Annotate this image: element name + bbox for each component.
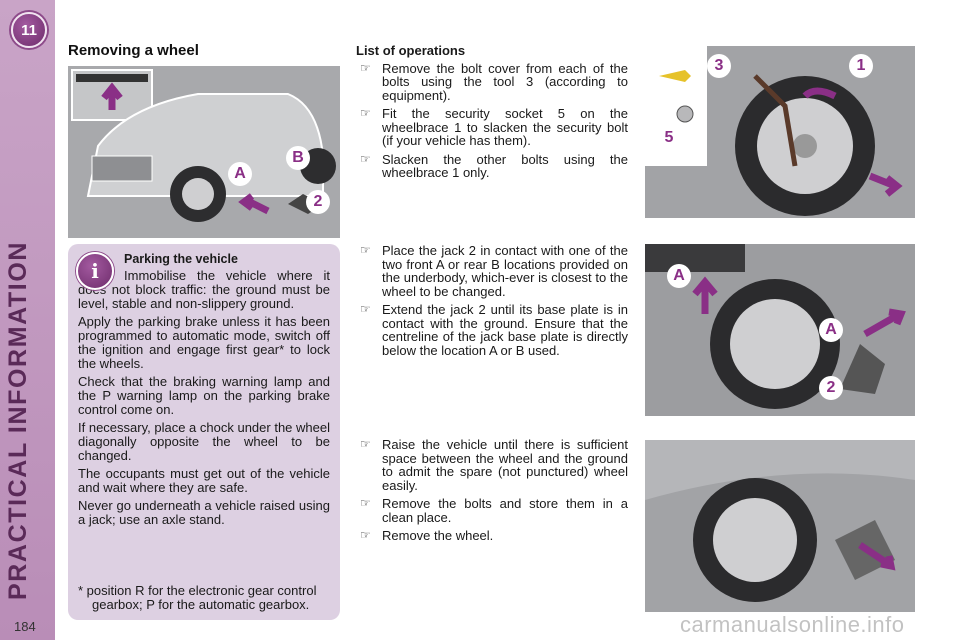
jack-placement-illustration — [645, 244, 915, 416]
pointing-hand-icon: ☞ — [360, 302, 371, 316]
label-b: B — [286, 146, 310, 170]
label-2: 2 — [306, 190, 330, 214]
page-title: Removing a wheel — [68, 42, 199, 59]
operation-step: ☞Remove the bolt cover from each of the … — [360, 60, 628, 103]
chapter-number-badge: 11 — [11, 12, 47, 48]
footnote: * position R for the electronic gear con… — [78, 583, 317, 612]
chapter-sidebar: 11 PRACTICAL INFORMATION 184 — [0, 0, 55, 640]
operation-step: ☞Remove the bolts and store them in a cl… — [360, 496, 628, 525]
info-box-title: Parking the vehicle — [124, 252, 238, 266]
pointing-hand-icon: ☞ — [360, 496, 371, 510]
pointing-hand-icon: ☞ — [360, 243, 371, 257]
operations-group-2: ☞Place the jack 2 in contact with one of… — [356, 243, 628, 362]
wheel-removal-drawing — [645, 440, 915, 612]
info-paragraph: Immobilise the vehicle where it does not… — [78, 268, 330, 311]
watermark: carmanualsonline.info — [680, 612, 905, 637]
info-paragraph: Apply the parking brake unless it has be… — [78, 314, 330, 371]
wheel-removal-illustration — [645, 440, 915, 612]
info-paragraph: The occupants must get out of the vehicl… — [78, 466, 330, 495]
pointing-hand-icon: ☞ — [360, 528, 371, 542]
parking-info-box: i Parking the vehicle Immobilise the veh… — [68, 244, 340, 620]
pointing-hand-icon: ☞ — [360, 60, 371, 75]
operation-step: ☞Fit the security socket 5 on the wheelb… — [360, 106, 628, 148]
wheelbrace-illustration: 3 1 5 — [645, 46, 915, 218]
jack-illustration: A A 2 — [645, 244, 915, 416]
operations-group-1: List of operations ☞Remove the bolt cove… — [356, 44, 628, 185]
operations-group-3: ☞Raise the vehicle until there is suffic… — [356, 437, 628, 548]
operation-step: ☞Remove the wheel. — [360, 528, 494, 543]
page-number: 184 — [14, 619, 36, 634]
pointing-hand-icon: ☞ — [360, 106, 371, 120]
info-paragraph: Check that the braking warning lamp and … — [78, 374, 330, 417]
info-icon: i — [76, 252, 114, 290]
label-3: 3 — [707, 54, 731, 78]
operation-step: ☞Raise the vehicle until there is suffic… — [360, 437, 628, 493]
operation-step: ☞Slacken the other bolts using the wheel… — [360, 151, 628, 180]
car-jack-points-illustration: A B 2 — [68, 66, 340, 238]
info-paragraph: Never go underneath a vehicle raised usi… — [78, 498, 330, 527]
label-5: 5 — [657, 126, 681, 150]
wheel-bolts-illustration — [645, 46, 915, 218]
chapter-title: PRACTICAL INFORMATION — [4, 240, 32, 600]
label-a-top: A — [667, 264, 691, 288]
pointing-hand-icon: ☞ — [360, 151, 371, 166]
label-1: 1 — [849, 54, 873, 78]
operations-title: List of operations — [356, 43, 466, 58]
operation-step: ☞Place the jack 2 in contact with one of… — [360, 243, 628, 299]
car-illustration — [68, 66, 340, 238]
operation-step: ☞Extend the jack 2 until its base plate … — [360, 302, 628, 358]
info-paragraph: If necessary, place a chock under the wh… — [78, 420, 330, 463]
pointing-hand-icon: ☞ — [360, 437, 371, 451]
label-a-jack: A — [819, 318, 843, 342]
label-2-jack: 2 — [819, 376, 843, 400]
label-a: A — [228, 162, 252, 186]
